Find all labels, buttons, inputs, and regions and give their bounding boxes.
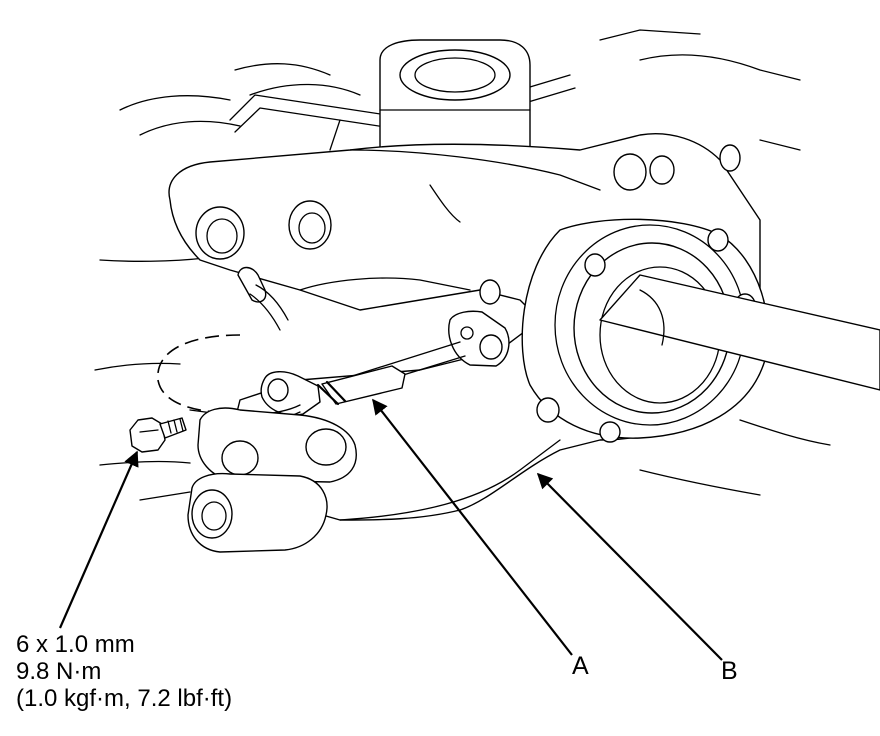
background-contours: [94, 29, 831, 501]
mounting-bolt: [129, 417, 187, 453]
upper-arm-holes: [195, 144, 741, 260]
sensor-mount-bracket: [448, 310, 510, 367]
callout-label-a: A: [572, 652, 589, 680]
drive-shaft: [599, 274, 880, 391]
lower-control-arm: [187, 407, 561, 553]
bolt-leader-line: [58, 450, 139, 629]
callout-a-leader-line: [372, 398, 573, 656]
bolt-spec: 6 x 1.0 mm 9.8 N·m (1.0 kgf·m, 7.2 lbf·f…: [16, 631, 232, 712]
callout-b-leader-line: [536, 472, 723, 661]
bolt-size: 6 x 1.0 mm: [16, 631, 135, 658]
bolt-torque-nm: 9.8 N·m: [16, 658, 102, 685]
callout-label-b: B: [721, 657, 738, 685]
cable-clip: [237, 266, 289, 331]
hidden-cable-path: [157, 334, 246, 414]
callout-leaders: [58, 398, 723, 661]
upper-housing: [379, 39, 531, 151]
bolt-torque-alt: (1.0 kgf·m, 7.2 lbf·ft): [16, 685, 233, 712]
